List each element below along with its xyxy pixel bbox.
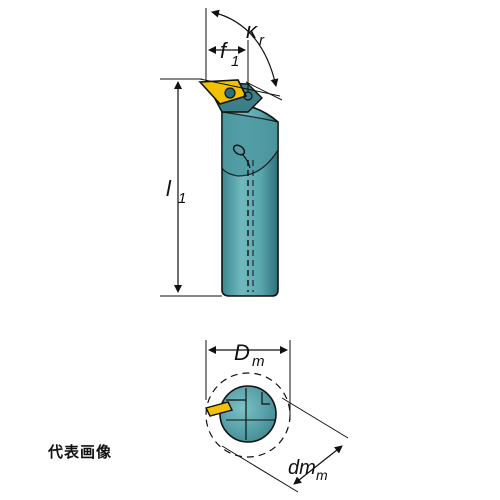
Dm-subscript: m bbox=[252, 353, 265, 370]
boring-bar-side-view bbox=[198, 79, 279, 297]
bar-end-disc bbox=[219, 385, 277, 443]
Dm-label: D bbox=[234, 340, 250, 365]
end-view-insert bbox=[204, 401, 234, 417]
f1-subscript: 1 bbox=[231, 53, 239, 70]
representative-image-caption: 代表画像 bbox=[48, 443, 113, 461]
l1-subscript: 1 bbox=[178, 190, 186, 207]
dm-upper-dimension: D m bbox=[205, 340, 291, 420]
kappa-r-label: κ bbox=[246, 18, 258, 43]
dm-subscript: m bbox=[316, 467, 328, 483]
l1-label: l bbox=[166, 176, 172, 201]
insert-screw bbox=[224, 87, 236, 99]
dm-min-bore-dimension: dm m bbox=[221, 397, 349, 493]
l1-dimension: l 1 bbox=[160, 78, 222, 297]
dm-label: dm bbox=[288, 457, 316, 479]
coolant-hole bbox=[232, 144, 246, 156]
f1-dimension: f 1 bbox=[205, 8, 249, 92]
boring-bar-end-view bbox=[204, 372, 291, 458]
kappa-r-angle: κ r bbox=[199, 9, 283, 101]
bar-head-curve bbox=[221, 111, 279, 177]
kappa-r-subscript: r bbox=[259, 32, 265, 49]
